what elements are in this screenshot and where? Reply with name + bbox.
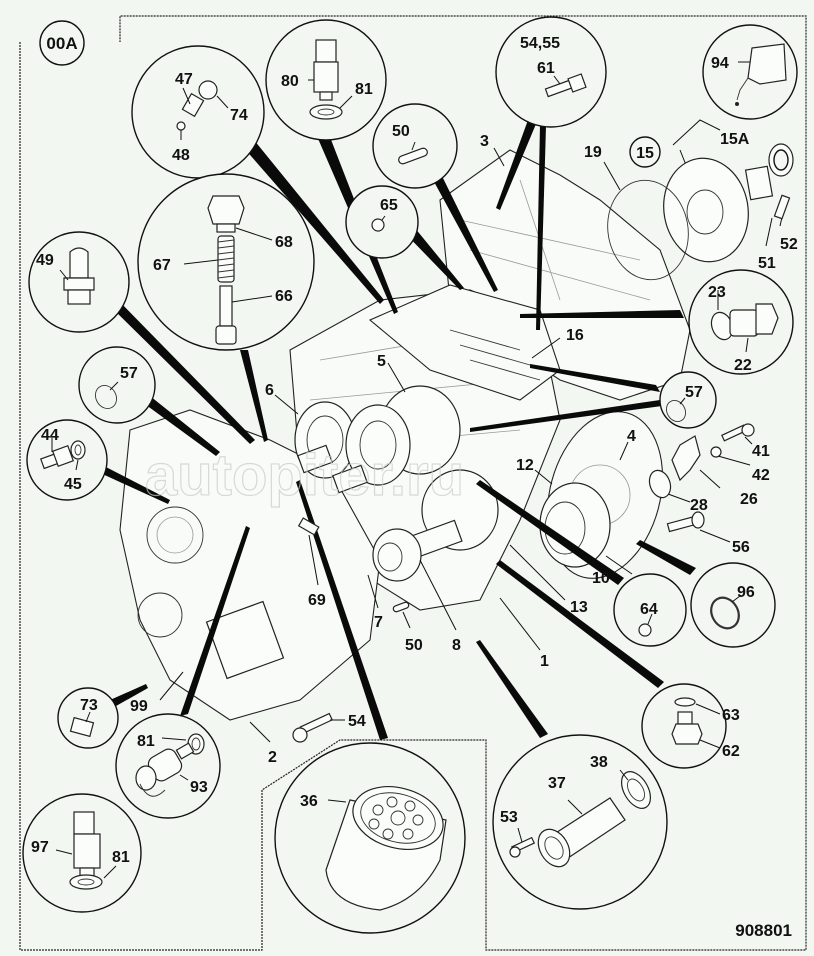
figure-number: 908801 [735, 921, 792, 940]
transmission-housing [119, 149, 691, 721]
detail-circle-plug-64: 64 [613, 573, 687, 647]
callout-48: 48 [172, 147, 190, 164]
callout-61: 61 [537, 60, 555, 77]
sheet-id-badge: 00A [39, 20, 85, 66]
detail-circle-relief-valve: 68 67 66 [137, 173, 315, 351]
callout-2: 2 [268, 749, 277, 766]
detail-circle-seal-57-right: 16 57 [531, 327, 717, 429]
callout-44: 44 [41, 427, 59, 444]
callout-56: 56 [732, 539, 750, 556]
callout-41: 41 [752, 443, 770, 460]
callout-68: 68 [275, 234, 293, 251]
callout-37: 37 [548, 775, 566, 792]
callout-8: 8 [452, 637, 461, 654]
callout-74: 74 [230, 107, 248, 124]
detail-circle-plug-23-22: 23 22 [688, 269, 794, 375]
callout-99: 99 [130, 698, 148, 715]
callout-80: 80 [281, 73, 299, 90]
callout-54-55: 54,55 [520, 35, 560, 52]
detail-circle-bolt-61: 54,55 61 [495, 16, 607, 128]
callout-94: 94 [711, 55, 729, 72]
callout-63: 63 [722, 707, 740, 724]
callout-26: 26 [740, 491, 758, 508]
callout-50-top: 50 [392, 123, 410, 140]
detail-circle-suction-tube: 38 37 53 [492, 734, 668, 910]
callout-42: 42 [752, 467, 770, 484]
detail-circle-fitting-44-45: 44 45 [26, 419, 108, 501]
callout-49: 49 [36, 252, 54, 269]
callout-51: 51 [758, 255, 776, 272]
callout-1: 1 [540, 653, 549, 670]
callout-62: 62 [722, 743, 740, 760]
sheet-id-text: 00A [46, 34, 77, 53]
detail-circle-oring-96: 96 [690, 562, 776, 648]
pump-assembly-15: 15 15A 19 51 52 3 [480, 119, 798, 281]
callout-15: 15 [636, 145, 654, 162]
callout-19: 19 [584, 144, 602, 161]
detail-circle-oil-filter-36: 36 [274, 742, 466, 934]
gear-shaft-5 [332, 385, 461, 494]
callout-57-right: 57 [685, 384, 703, 401]
callout-67: 67 [153, 257, 171, 274]
detail-circle-drain-plug: 63 62 [641, 683, 740, 769]
callout-16: 16 [566, 327, 584, 344]
callout-64: 64 [640, 601, 658, 618]
detail-circle-dowel-pin-top: 50 [372, 103, 458, 189]
callout-81-bottom: 81 [112, 849, 130, 866]
housing-callouts: 73 99 54 2 [57, 671, 366, 766]
callout-57-left: 57 [120, 365, 138, 382]
gear-shaft-6 [294, 401, 356, 479]
detail-circle-seal-57-left: 57 [78, 346, 156, 424]
callout-6: 6 [265, 382, 274, 399]
detail-circle-solenoid-93: 81 93 [115, 713, 221, 819]
watermark-text: autopiter.ru [145, 443, 464, 508]
callout-96: 96 [737, 584, 755, 601]
callout-3: 3 [480, 133, 489, 150]
callout-81-top: 81 [355, 81, 373, 98]
detail-circle-breather-49: 49 [28, 231, 130, 333]
callout-52: 52 [780, 236, 798, 253]
detail-circle-check-valve: 47 74 48 [131, 45, 265, 179]
callout-15A: 15A [720, 131, 750, 148]
callout-10: 10 [592, 570, 610, 587]
output-flange-parts: 4 41 42 26 28 12 56 [516, 423, 770, 575]
callout-66: 66 [275, 288, 293, 305]
callout-28: 28 [690, 497, 708, 514]
callout-22: 22 [734, 357, 752, 374]
detail-circle-plug-65: 65 [345, 185, 419, 259]
body-callouts-lower: 69 7 50 8 13 1 [297, 517, 588, 670]
callout-54: 54 [348, 713, 366, 730]
callout-69: 69 [308, 592, 326, 609]
callout-81-solenoid: 81 [137, 733, 155, 750]
callout-65: 65 [380, 197, 398, 214]
callout-97: 97 [31, 839, 49, 856]
callout-38: 38 [590, 754, 608, 771]
callout-73: 73 [80, 697, 98, 714]
callout-47: 47 [175, 71, 193, 88]
callout-36: 36 [300, 793, 318, 810]
callout-50-bottom: 50 [405, 637, 423, 654]
detail-circle-sealant-94: 94 [702, 24, 798, 120]
detail-circle-pressure-sensor: 80 81 [265, 19, 387, 141]
callout-7: 7 [374, 614, 383, 631]
callout-53: 53 [500, 809, 518, 826]
callout-12: 12 [516, 457, 534, 474]
callout-4: 4 [627, 428, 636, 445]
detail-circle-pressure-switch-97: 97 81 [22, 793, 142, 913]
gear-shaft-10 [539, 482, 611, 568]
callout-pointers [98, 120, 696, 740]
gear-shaft-8 [372, 469, 499, 582]
diagram-frame [19, 15, 807, 951]
callout-93: 93 [190, 779, 208, 796]
callout-13: 13 [570, 599, 588, 616]
callout-5: 5 [377, 353, 386, 370]
callout-23: 23 [708, 284, 726, 301]
callout-45: 45 [64, 476, 82, 493]
